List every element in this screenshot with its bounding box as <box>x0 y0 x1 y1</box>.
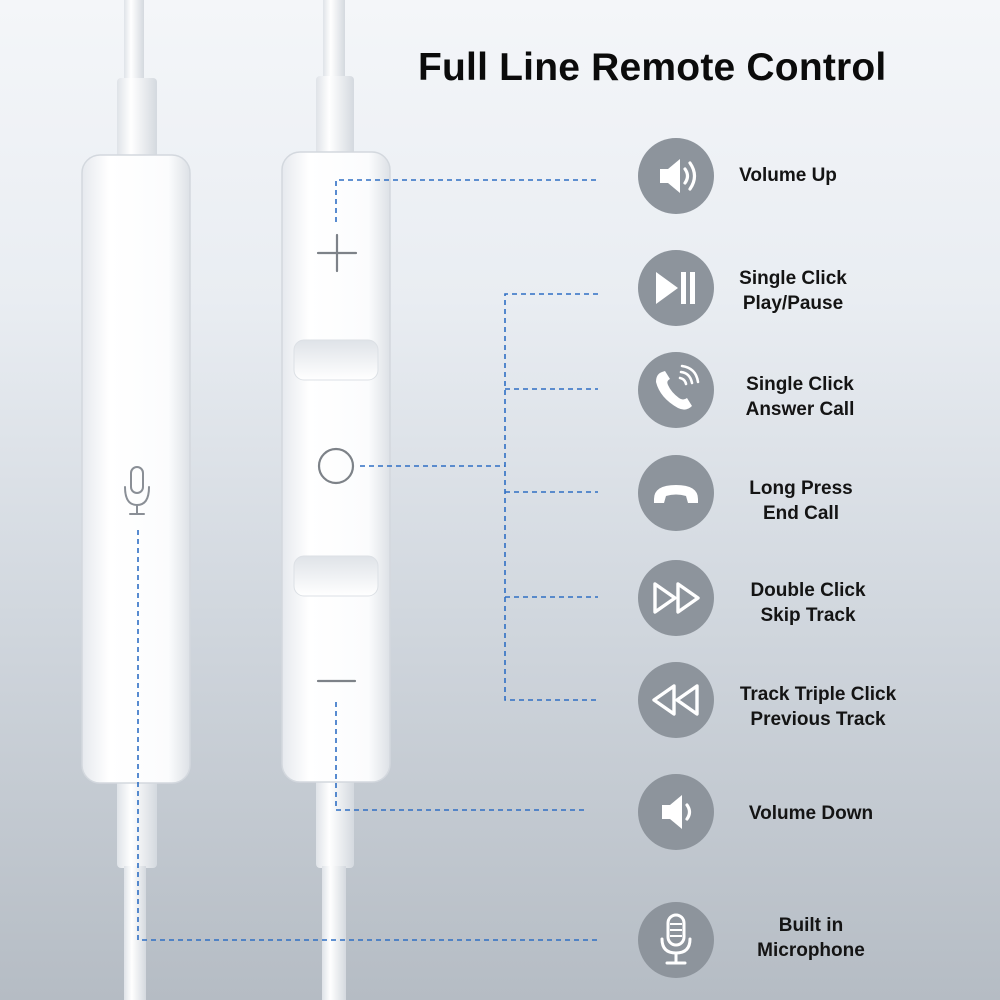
left-remote <box>81 0 191 1000</box>
skip-track-glyph <box>653 582 700 614</box>
answer-call-glyph <box>656 364 700 410</box>
label-volume-down: Volume Down <box>725 801 897 826</box>
microphone-feature-icon <box>638 902 714 978</box>
right-cable-collar-top <box>316 76 354 170</box>
end-call-icon <box>638 455 714 531</box>
right-remote <box>281 0 391 1000</box>
left-cable-collar-top <box>117 78 157 168</box>
left-cable-collar-bottom <box>117 778 157 868</box>
connector-microphone <box>137 530 598 941</box>
skip-track-icon <box>638 560 714 636</box>
label-line: End Call <box>762 503 839 524</box>
label-previous-track: Track Triple Click Previous Track <box>720 682 916 732</box>
connector-bracket <box>504 293 598 701</box>
right-cable-top <box>323 0 345 80</box>
play-pause-icon <box>638 250 714 326</box>
label-line: Answer Call <box>745 399 855 420</box>
left-cable-top <box>124 0 144 80</box>
volume-down-icon <box>638 774 714 850</box>
label-end-call: Long Press End Call <box>722 476 880 526</box>
answer-call-icon <box>638 352 714 428</box>
previous-track-glyph <box>652 684 699 716</box>
right-cable-collar-bottom <box>316 776 354 868</box>
play-pause-glyph <box>656 272 695 304</box>
label-answer-call: Single Click Answer Call <box>720 372 880 422</box>
right-cable-bottom <box>322 866 346 1000</box>
microphone-icon <box>124 466 150 515</box>
page-title: Full Line Remote Control <box>418 46 887 89</box>
label-skip-track: Double Click Skip Track <box>728 578 888 628</box>
label-line: Skip Track <box>760 605 856 626</box>
microphone-glyph <box>660 913 692 965</box>
label-play-pause: Single Click Play/Pause <box>715 266 871 316</box>
left-remote-body <box>81 154 191 784</box>
label-line: Long Press <box>749 478 853 499</box>
label-line: Volume Down <box>748 803 874 824</box>
lower-groove <box>293 555 379 597</box>
volume-up-icon <box>638 138 714 214</box>
plus-icon <box>316 233 358 273</box>
right-remote-body <box>281 151 391 783</box>
volume-up-glyph <box>660 159 697 193</box>
upper-groove <box>293 339 379 381</box>
connector-volume-down <box>335 702 588 811</box>
label-line: Play/Pause <box>742 293 844 314</box>
end-call-glyph <box>654 485 698 503</box>
label-microphone: Built in Microphone <box>735 913 887 963</box>
connector-lines <box>137 179 598 941</box>
previous-track-icon <box>638 662 714 738</box>
label-line: Track Triple Click <box>739 684 897 705</box>
label-line: Previous Track <box>750 709 886 730</box>
label-line: Single Click <box>739 268 847 289</box>
label-line: Volume Up <box>739 165 837 186</box>
label-volume-up: Volume Up <box>715 163 861 188</box>
label-line: Single Click <box>746 374 854 395</box>
label-line: Built in <box>778 915 844 936</box>
circle-button-icon <box>317 447 355 485</box>
label-line: Double Click <box>750 580 866 601</box>
label-line: Microphone <box>757 940 865 961</box>
connector-volume-up <box>335 179 598 222</box>
left-cable-bottom <box>124 866 146 1000</box>
volume-down-glyph <box>662 795 692 829</box>
